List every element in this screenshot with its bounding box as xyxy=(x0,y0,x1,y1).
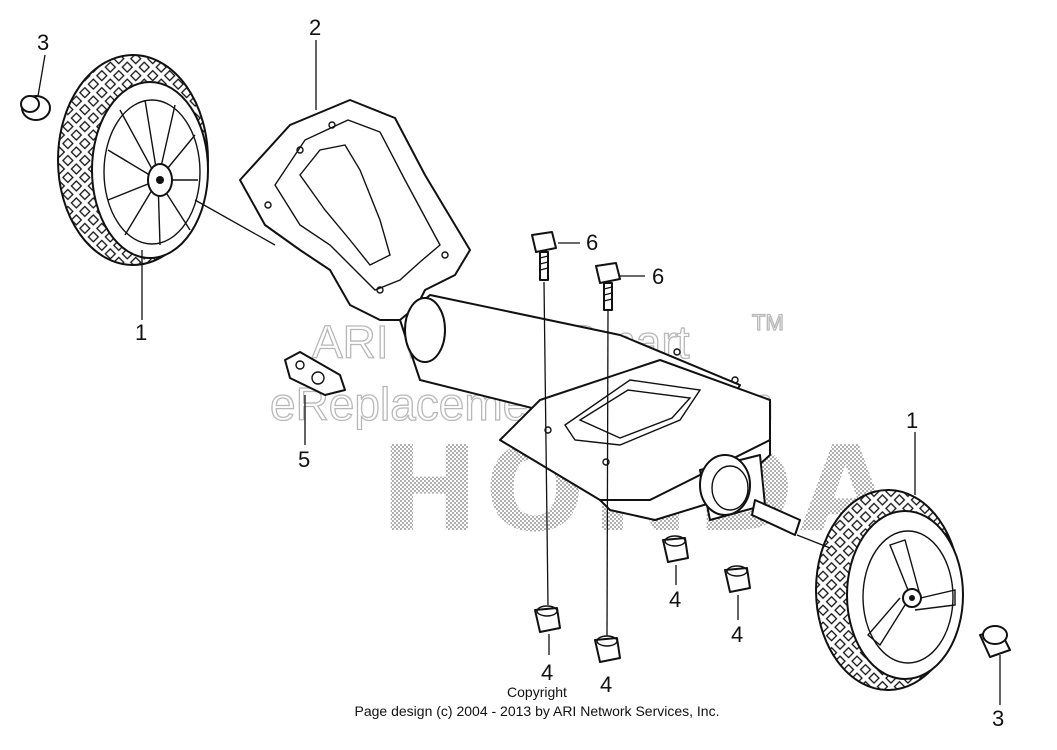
callout-numbers: 3 2 1 6 6 5 1 4 4 4 4 3 xyxy=(37,15,1004,731)
left-wheel-part xyxy=(57,54,209,266)
callout-4-bottom: 4 xyxy=(600,672,612,697)
wheel-cap-bottom xyxy=(979,625,1011,658)
callout-6b: 6 xyxy=(652,264,664,289)
callout-4-mid: 4 xyxy=(669,587,681,612)
callout-1-left: 1 xyxy=(135,320,147,345)
nut-4-left xyxy=(534,605,561,633)
callout-4-right: 4 xyxy=(731,622,743,647)
copyright-block: Copyright Page design (c) 2004 - 2013 by… xyxy=(355,684,720,719)
bolt-6a xyxy=(531,231,557,281)
copyright-line-1: Copyright xyxy=(507,684,567,700)
right-wheel-part xyxy=(815,489,964,691)
cable-clip-part xyxy=(284,351,346,396)
watermark-tm: TM xyxy=(752,310,784,335)
axle-housing-part xyxy=(499,348,801,536)
bolt-6b xyxy=(595,262,621,311)
callout-2: 2 xyxy=(309,15,321,40)
wheel-cap-top xyxy=(20,95,51,121)
leader-lines xyxy=(37,40,1001,705)
callout-5: 5 xyxy=(298,447,310,472)
callout-3-top: 3 xyxy=(37,30,49,55)
nut-4-mid xyxy=(662,535,689,563)
copyright-line-2: Page design (c) 2004 - 2013 by ARI Netwo… xyxy=(355,703,720,719)
callout-4-left: 4 xyxy=(541,660,553,685)
callout-1-right: 1 xyxy=(906,408,918,433)
callout-3-bottom: 3 xyxy=(992,706,1004,731)
callout-6a: 6 xyxy=(586,230,598,255)
nut-4-bottom xyxy=(594,635,621,663)
nut-4-right xyxy=(724,565,751,593)
